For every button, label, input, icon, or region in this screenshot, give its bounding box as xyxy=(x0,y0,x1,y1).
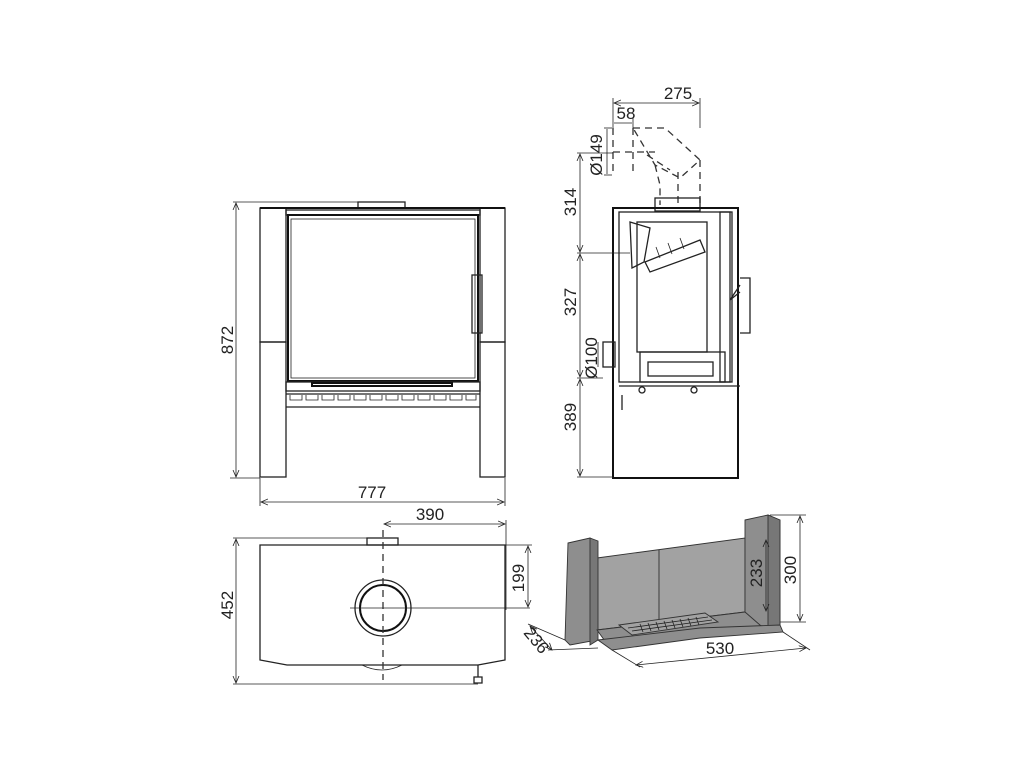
depth-dimension: 452 xyxy=(218,591,237,619)
flue-offset-dimension: 275 xyxy=(664,84,692,103)
left-leg-upper xyxy=(259,207,287,343)
firebox-depth-dimension: 236 xyxy=(520,623,553,657)
foot xyxy=(473,665,483,684)
left-leg-lower xyxy=(259,341,287,478)
inner-height-dimension: 233 xyxy=(747,559,766,587)
side-body xyxy=(612,207,739,479)
flue-center-dimension: 390 xyxy=(416,505,444,524)
right-leg-upper xyxy=(479,207,506,343)
width-dimension: 777 xyxy=(358,483,386,502)
flue-depth-dimension: 199 xyxy=(509,564,528,592)
lower-height-dimension: 389 xyxy=(561,403,580,431)
outer-height-dimension: 300 xyxy=(781,556,800,584)
side-view: 275 58 Ø149 314 327 389 Ø100 xyxy=(561,84,751,479)
air-inlet xyxy=(602,341,616,368)
top-view: 452 390 199 xyxy=(218,505,532,685)
middle-height-dimension: 327 xyxy=(561,288,580,316)
firebox-width-dimension: 530 xyxy=(706,639,734,658)
side-handle xyxy=(729,277,751,334)
firebox-view: 300 233 530 236 xyxy=(520,514,811,667)
air-inlet-diameter-dimension: Ø100 xyxy=(582,337,601,379)
flue-diameter-dimension: Ø149 xyxy=(587,134,606,176)
door-handle xyxy=(471,274,483,334)
door-glass xyxy=(290,218,476,379)
flue-setback-dimension: 58 xyxy=(617,104,636,123)
front-view: 872 777 xyxy=(218,201,506,506)
upper-height-dimension: 314 xyxy=(561,188,580,216)
ash-grate-front xyxy=(286,393,480,408)
right-leg-lower xyxy=(479,341,506,478)
door-frame xyxy=(287,214,479,382)
flue-stub-side xyxy=(654,197,701,212)
height-dimension: 872 xyxy=(218,326,237,354)
baffle xyxy=(644,239,706,273)
